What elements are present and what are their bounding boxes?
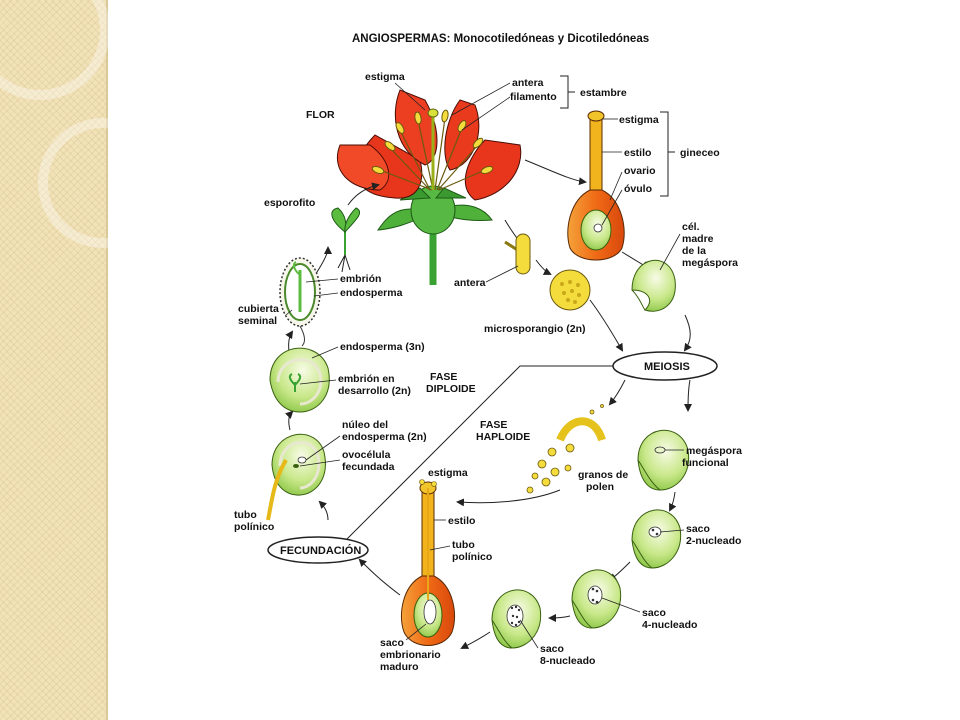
- megaspore-mother-label-1: cél.: [682, 221, 700, 233]
- ovule-label: óvulo: [624, 183, 652, 195]
- four-nucleate-sac-label-1: saco: [642, 607, 666, 619]
- sporophyte-label: esporofito: [264, 197, 315, 209]
- anther-label-2: antera: [454, 277, 486, 289]
- pistil-style-label: estilo: [448, 515, 475, 527]
- developing-embryo-label-1: embrión en: [338, 373, 395, 385]
- seed-coat-label-2: seminal: [238, 315, 277, 327]
- developing-embryo-label-2: desarrollo (2n): [338, 385, 411, 397]
- diagram-title: ANGIOSPERMAS: Monocotiledóneas y Dicotil…: [352, 33, 649, 45]
- pistil-tube-label-2: polínico: [452, 551, 492, 563]
- megaspore-mother-label-2: madre: [682, 233, 714, 245]
- eight-nucleate-sac-label-1: saco: [540, 643, 564, 655]
- fertilization-label: FECUNDACIÓN: [280, 544, 361, 557]
- ovary-label: ovario: [624, 165, 656, 177]
- gynoecium-label: gineceo: [680, 147, 720, 159]
- decorative-ring: [38, 118, 168, 248]
- seed-illustration: [279, 257, 321, 347]
- gynoecium-illustration: [567, 110, 625, 261]
- pollen-grains-label-1: granos de: [578, 469, 628, 481]
- flower-section-label: FLOR: [306, 109, 335, 121]
- eight-nucleate-sac-ovule: [491, 589, 542, 649]
- developing-endosperm-label: endosperma (3n): [340, 341, 425, 353]
- microsporangium-label: microsporangio (2n): [484, 323, 586, 335]
- two-nucleate-sac-label-1: saco: [686, 523, 710, 535]
- fertilized-egg-label-2: fecundada: [342, 461, 395, 473]
- megaspore-mother-ovule: [631, 259, 676, 312]
- two-nucleate-sac-ovule: [631, 509, 682, 569]
- functional-megaspore-label-1: megáspora: [686, 445, 742, 457]
- developing-embryo-ovule: [269, 347, 330, 413]
- pollen-grains-illustration: [526, 404, 606, 494]
- diploid-phase-label-1: FASE: [430, 371, 457, 383]
- filament-label: filamento: [510, 91, 557, 103]
- fertilized-ovule: [266, 433, 326, 521]
- sporophyte-seedling: [331, 207, 360, 273]
- style-label: estilo: [624, 147, 651, 159]
- megaspore-mother-label-3: de la: [682, 245, 706, 257]
- two-nucleate-sac-label-2: 2-nucleado: [686, 535, 741, 547]
- pistil-stigma-label: estigma: [428, 467, 468, 479]
- mature-sac-label-2: embrionario: [380, 649, 441, 661]
- eight-nucleate-sac-label-2: 8-nucleado: [540, 655, 595, 667]
- seed-coat-label-1: cubierta: [238, 303, 279, 315]
- mature-sac-label-1: saco: [380, 637, 404, 649]
- decorative-side-band: [0, 0, 168, 720]
- functional-megaspore-ovule: [637, 429, 690, 491]
- haploid-phase-label-2: HAPLOIDE: [476, 431, 530, 443]
- megaspore-mother-label-4: megáspora: [682, 257, 738, 269]
- fertilized-tube-label-2: polínico: [234, 521, 274, 533]
- fertilized-tube-label-1: tubo: [234, 509, 257, 521]
- four-nucleate-sac-ovule: [571, 569, 622, 629]
- mature-sac-label-3: maduro: [380, 661, 419, 673]
- flower-stigma-label: estigma: [365, 71, 405, 83]
- endosperm-nucleus-label-2: endosperma (2n): [342, 431, 427, 443]
- pistil-tube-label-1: tubo: [452, 539, 475, 551]
- gynoecium-stigma-label: estigma: [619, 114, 659, 126]
- seed-endosperm-label: endosperma: [340, 287, 403, 299]
- seed-embryo-label: embrión: [340, 273, 381, 285]
- four-nucleate-sac-label-2: 4-nucleado: [642, 619, 697, 631]
- functional-megaspore-label-2: funcional: [682, 457, 729, 469]
- mature-pistil-illustration: [401, 479, 455, 646]
- stamen-label: estambre: [580, 87, 627, 99]
- haploid-phase-label-1: FASE: [480, 419, 507, 431]
- anther-illustration: [504, 233, 531, 275]
- meiosis-label: MEIOSIS: [644, 361, 690, 373]
- flower-illustration: [336, 89, 522, 285]
- diploid-phase-label-2: DIPLOIDE: [426, 383, 476, 395]
- anther-label: antera: [512, 77, 544, 89]
- angiosperm-life-cycle-diagram: ANGIOSPERMAS: Monocotiledóneas y Dicotil…: [230, 20, 760, 710]
- decorative-ring: [0, 0, 110, 100]
- microsporangium-illustration: [549, 269, 591, 311]
- pollen-grains-label-2: polen: [586, 481, 614, 493]
- fertilized-egg-label-1: ovocélula: [342, 449, 391, 461]
- endosperm-nucleus-label-1: núleo del: [342, 419, 388, 431]
